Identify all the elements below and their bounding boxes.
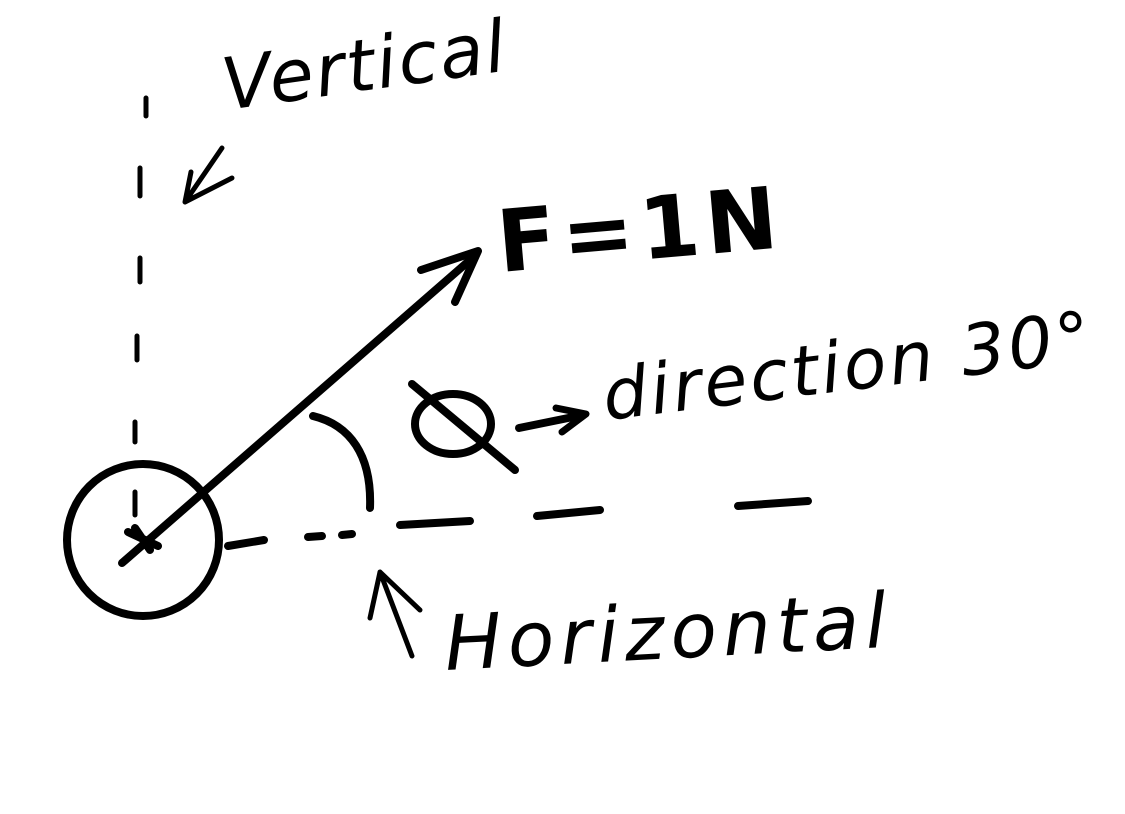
center-mark — [124, 524, 162, 554]
force-arrow-head — [417, 247, 482, 306]
horizontal-pointer-arrow — [367, 569, 423, 659]
angle-arc — [309, 412, 375, 512]
theta-pointer-arrow — [515, 404, 590, 436]
object — [63, 460, 223, 620]
theta-symbol — [408, 380, 519, 474]
force-arrow — [118, 247, 482, 567]
object-circle — [63, 460, 223, 620]
force-label: F=1N — [493, 168, 787, 293]
force-arrow-shaft — [118, 256, 474, 567]
vertical-label: Vertical — [217, 4, 513, 127]
vertical-pointer-arrow — [182, 145, 235, 205]
vertical-axis — [132, 95, 149, 518]
horizontal-axis — [224, 497, 812, 550]
horizontal-label: Horizontal — [442, 576, 894, 688]
direction-label: direction 30° — [598, 295, 1098, 437]
